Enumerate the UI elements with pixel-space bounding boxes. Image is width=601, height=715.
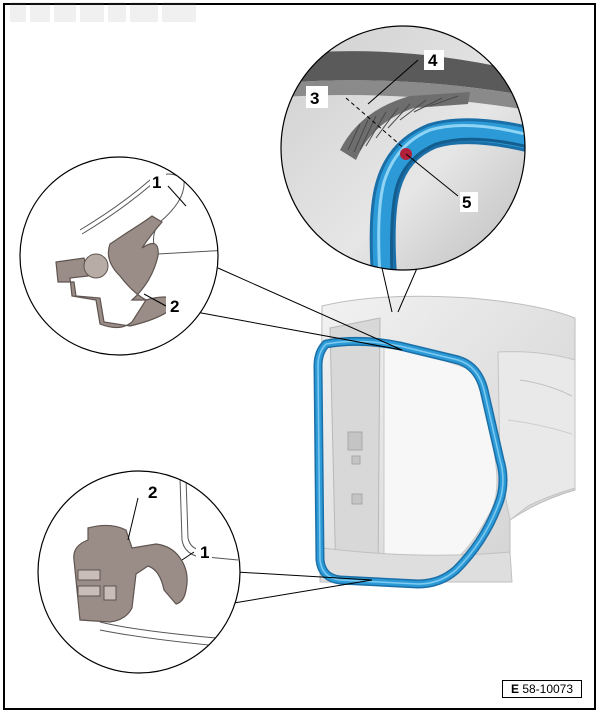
figure-id-label: E 58-10073 bbox=[502, 680, 582, 698]
magnified-detail-circle bbox=[280, 25, 526, 271]
door-seal bbox=[313, 336, 508, 589]
callout-1-lower: 1 bbox=[200, 543, 209, 562]
lower-profile-detail-circle bbox=[37, 470, 241, 674]
callout-2-upper: 2 bbox=[170, 297, 179, 316]
figure-id-prefix: E bbox=[510, 682, 519, 696]
car-body-side-panel bbox=[319, 295, 576, 583]
leader-lines bbox=[195, 265, 419, 605]
upper-profile-detail-circle bbox=[19, 156, 219, 356]
callout-3: 3 bbox=[310, 89, 319, 108]
callout-1-upper: 1 bbox=[152, 173, 161, 192]
callout-labels: 1 2 2 1 3 4 5 bbox=[144, 50, 478, 562]
callout-2-lower: 2 bbox=[148, 483, 157, 502]
callout-5: 5 bbox=[462, 193, 471, 212]
figure-id-number: 58-10073 bbox=[522, 682, 574, 696]
callout-4: 4 bbox=[428, 51, 438, 70]
watermark bbox=[10, 2, 196, 22]
